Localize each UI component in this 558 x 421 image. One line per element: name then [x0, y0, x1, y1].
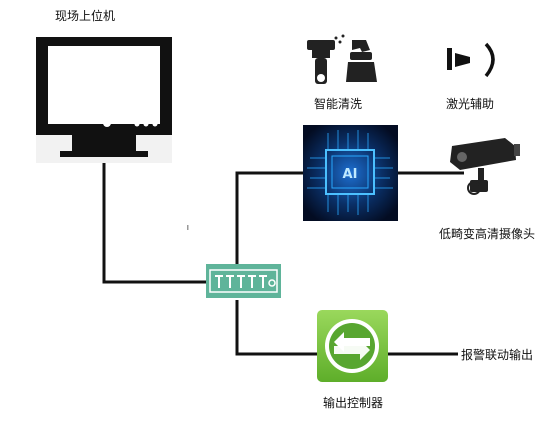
label-controller: 输出控制器	[323, 396, 384, 410]
laser-icon	[447, 42, 495, 78]
label-camera: 低畸变高清摄像头	[439, 227, 536, 241]
connection-lines	[102, 160, 464, 356]
small-marker	[187, 225, 189, 230]
line-pc-switch	[102, 160, 206, 284]
spray-cleaning-icon	[307, 34, 377, 84]
label-host-pc: 现场上位机	[55, 9, 116, 23]
line-switch-controller	[235, 300, 317, 356]
security-camera-icon	[450, 138, 520, 195]
ai-chip-icon: AI	[303, 125, 398, 221]
label-alarm-output: 报警联动输出	[461, 348, 534, 362]
monitor-icon	[36, 37, 172, 163]
label-smart-cleaning: 智能清洗	[314, 97, 363, 111]
line-switch-ai	[235, 171, 303, 264]
exchange-arrows-icon	[317, 310, 388, 382]
label-laser-assist: 激光辅助	[446, 97, 495, 111]
ai-chip-text: AI	[343, 167, 358, 182]
network-switch-icon	[206, 264, 281, 298]
